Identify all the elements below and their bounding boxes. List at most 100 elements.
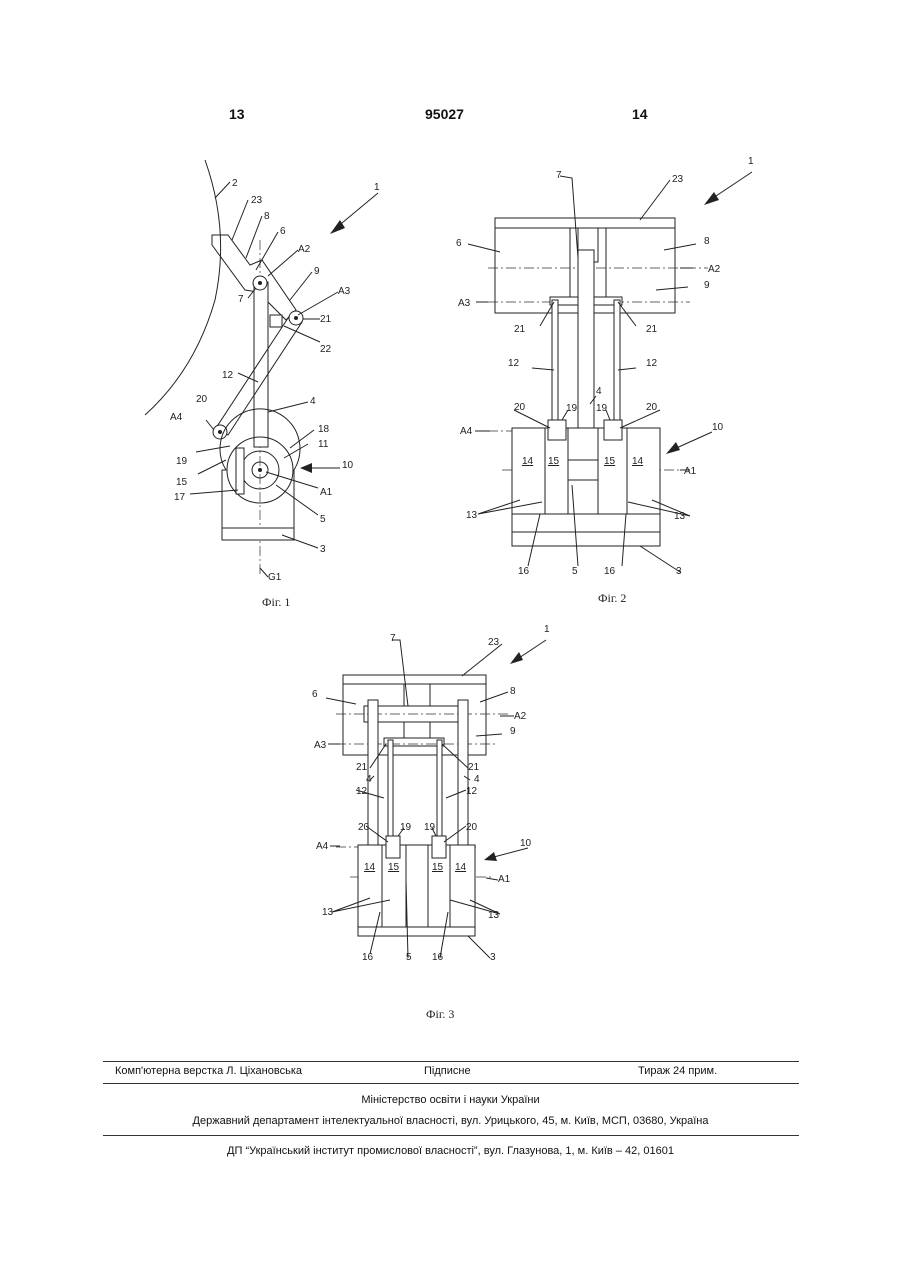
fig2-label: 9 — [704, 280, 710, 291]
fig1-caption: Фіг. 1 — [262, 595, 290, 609]
footer-circulation: Тираж 24 прим. — [638, 1065, 717, 1077]
fig3-label: 21 — [356, 762, 368, 773]
footer-divider-top — [103, 1061, 799, 1062]
fig1-label: G1 — [268, 572, 282, 583]
fig2-label: A2 — [708, 264, 721, 275]
fig1-label: 4 — [310, 396, 316, 407]
footer-ministry: Міністерство освіти і науки України — [0, 1094, 901, 1106]
fig3-label: 16 — [362, 952, 374, 963]
fig3-label: 19 — [424, 822, 436, 833]
fig2-label: 6 — [456, 238, 462, 249]
fig1-label: 5 — [320, 514, 326, 525]
fig3-label: A1 — [498, 874, 511, 885]
fig3-label: 21 — [468, 762, 480, 773]
fig3-label: 20 — [466, 822, 478, 833]
fig3-label: 4 — [366, 774, 372, 785]
fig3-label: 5 — [406, 952, 412, 963]
fig2-label: 19 — [596, 403, 608, 414]
fig1-label: 7 — [238, 294, 244, 305]
fig3-label: 14 — [455, 862, 467, 873]
figure-1 — [145, 160, 378, 577]
fig2-label: 1 — [748, 156, 754, 167]
fig3-label: 15 — [388, 862, 400, 873]
fig2-label: A1 — [684, 466, 697, 477]
fig1-label: 18 — [318, 424, 330, 435]
fig3-label: 7 — [390, 633, 396, 644]
fig3-label: A4 — [316, 841, 329, 852]
fig3-label: 14 — [364, 862, 376, 873]
fig1-label: A3 — [338, 286, 351, 297]
fig2-label: 15 — [548, 456, 560, 467]
fig1-label: 10 — [342, 460, 354, 471]
fig2-label: 3 — [676, 566, 682, 577]
fig3-label: 12 — [356, 786, 368, 797]
fig2-label: 8 — [704, 236, 710, 247]
fig2-label: 20 — [514, 402, 526, 413]
fig2-label: 14 — [632, 456, 644, 467]
fig1-label: 6 — [280, 226, 286, 237]
fig1-label: A4 — [170, 412, 183, 423]
fig1-label: A1 — [320, 487, 333, 498]
fig1-label: 23 — [251, 195, 263, 206]
footer-institute: ДП “Український інститут промислової вла… — [0, 1145, 901, 1157]
fig3-caption: Фіг. 3 — [426, 1007, 454, 1021]
fig1-label: 19 — [176, 456, 188, 467]
fig3-label: 10 — [520, 838, 532, 849]
fig3-label: 12 — [466, 786, 478, 797]
fig2-label: 13 — [674, 511, 686, 522]
fig2-label: 5 — [572, 566, 578, 577]
fig3-label: 13 — [322, 907, 334, 918]
fig2-label: 14 — [522, 456, 534, 467]
fig2-label: 20 — [646, 402, 658, 413]
fig3-label: A2 — [514, 711, 527, 722]
fig2-label: 23 — [672, 174, 684, 185]
figure-1-labels: 1 2 23 8 6 A2 9 A3 21 22 7 12 4 20 A4 19… — [170, 178, 380, 609]
fig2-label: 10 — [712, 422, 724, 433]
fig3-label: 3 — [490, 952, 496, 963]
fig1-label: 12 — [222, 370, 234, 381]
fig3-label: 4 — [474, 774, 480, 785]
footer-divider-bottom — [103, 1135, 799, 1136]
fig2-label: 4 — [596, 386, 602, 397]
fig1-label: 8 — [264, 211, 270, 222]
fig2-label: 15 — [604, 456, 616, 467]
figure-2 — [468, 172, 752, 572]
fig3-label: 1 — [544, 624, 550, 635]
fig2-caption: Фіг. 2 — [598, 591, 626, 605]
footer-department: Державний департамент інтелектуальної вл… — [0, 1115, 901, 1127]
fig1-label: 9 — [314, 266, 320, 277]
fig1-label: 15 — [176, 477, 188, 488]
footer-divider-middle — [103, 1083, 799, 1084]
fig1-label: 22 — [320, 344, 332, 355]
fig1-label: 17 — [174, 492, 186, 503]
fig2-label: 21 — [514, 324, 526, 335]
fig3-label: 19 — [400, 822, 412, 833]
fig1-label: 3 — [320, 544, 326, 555]
fig3-label: 16 — [432, 952, 444, 963]
fig1-label: 1 — [374, 182, 380, 193]
fig3-label: 20 — [358, 822, 370, 833]
fig1-label: A2 — [298, 244, 311, 255]
fig3-label: 23 — [488, 637, 500, 648]
fig2-label: 12 — [508, 358, 520, 369]
fig2-label: 21 — [646, 324, 658, 335]
fig2-label: 12 — [646, 358, 658, 369]
fig1-label: 20 — [196, 394, 208, 405]
fig3-label: 6 — [312, 689, 318, 700]
fig2-label: A3 — [458, 298, 471, 309]
fig2-label: A4 — [460, 426, 473, 437]
fig2-label: 16 — [518, 566, 530, 577]
fig2-label: 13 — [466, 510, 478, 521]
fig3-label: A3 — [314, 740, 327, 751]
fig1-label: 21 — [320, 314, 332, 325]
fig3-label: 15 — [432, 862, 444, 873]
fig1-label: 11 — [318, 439, 329, 450]
fig2-label: 16 — [604, 566, 616, 577]
fig1-label: 2 — [232, 178, 238, 189]
fig2-label: 19 — [566, 403, 578, 414]
fig3-label: 8 — [510, 686, 516, 697]
fig3-label: 13 — [488, 910, 500, 921]
footer-typesetter: Комп'ютерна верстка Л. Ціхановська — [115, 1065, 302, 1077]
fig2-label: 7 — [556, 170, 562, 181]
footer-signed: Підписне — [424, 1065, 471, 1077]
